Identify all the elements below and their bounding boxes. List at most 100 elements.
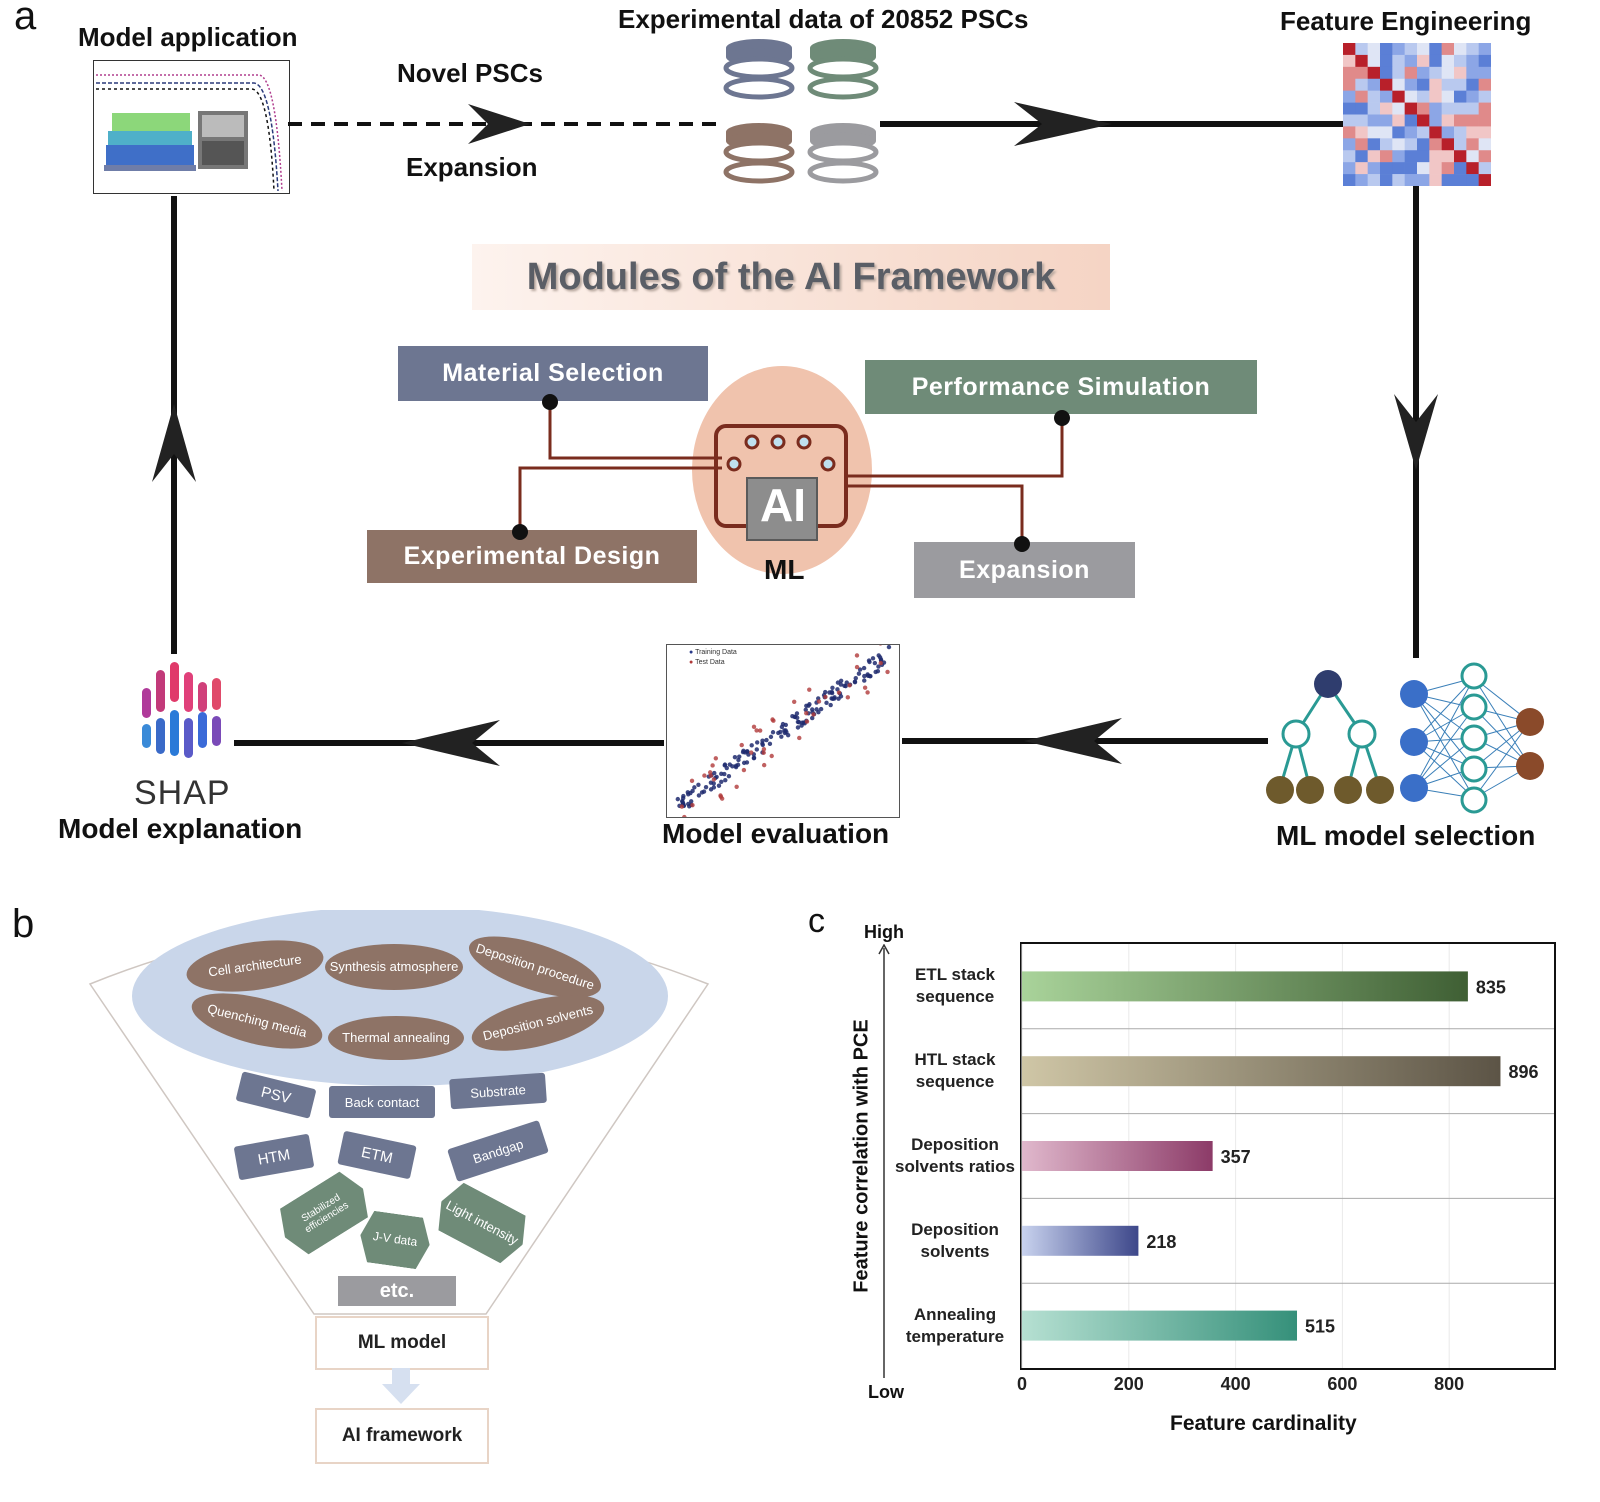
scatter-point-train	[829, 696, 834, 701]
heatmap-cell	[1355, 43, 1368, 56]
heatmap-cell	[1478, 162, 1491, 175]
heatmap-cell	[1343, 114, 1356, 127]
scatter-point-test	[807, 687, 812, 692]
x-tick-label: 600	[1327, 1374, 1358, 1394]
scatter-point-test	[718, 794, 724, 799]
scatter-point-train	[852, 679, 858, 685]
heatmap-cell	[1478, 126, 1491, 139]
scatter-point-train	[780, 721, 786, 727]
scatter-point-test	[689, 778, 695, 784]
heatmap-cell	[1454, 138, 1467, 151]
heatmap-cell	[1380, 114, 1393, 127]
heatmap-cell	[1429, 43, 1442, 56]
novel-pscs-label: Novel PSCs	[397, 58, 543, 88]
scatter-point-train	[794, 711, 800, 716]
scatter-point-test	[707, 770, 713, 775]
scatter-point-train	[867, 659, 872, 665]
scatter-point-train	[690, 788, 695, 794]
scatter-point-test	[749, 750, 754, 755]
bar	[1022, 1225, 1139, 1256]
scatter-point-train	[857, 667, 863, 672]
scatter-point-train	[807, 702, 812, 707]
scatter-point-train	[740, 749, 746, 755]
scatter-point-test	[791, 699, 797, 704]
shap-logo-bar	[142, 688, 151, 718]
scatter-point-train	[796, 719, 802, 725]
scatter-point-train	[795, 725, 801, 730]
database-icons	[723, 39, 879, 184]
heatmap-cell	[1429, 102, 1442, 115]
scatter-point-test	[845, 695, 851, 700]
shap-logo-bar	[198, 712, 207, 748]
scatter-point-train	[749, 743, 754, 748]
category-label: Annealing temperature	[905, 1304, 1005, 1346]
scatter-point-train	[744, 760, 750, 765]
heatmap-cell	[1441, 90, 1455, 103]
scatter-point-train	[856, 671, 862, 676]
x-tick-label: 400	[1220, 1374, 1251, 1394]
heatmap-cell	[1466, 54, 1479, 68]
scatter-point-train	[862, 673, 867, 679]
heatmap-cell	[1478, 78, 1491, 91]
scatter-point-train	[692, 785, 697, 790]
heatmap-cell	[1343, 90, 1356, 103]
scatter-point-train	[726, 773, 732, 779]
correlation-heatmap	[1343, 43, 1491, 186]
scatter-point-train	[800, 720, 805, 725]
heatmap-cell	[1355, 162, 1368, 175]
scatter-point-test	[757, 728, 763, 733]
bar	[1022, 1310, 1298, 1341]
heatmap-cell	[1343, 78, 1356, 91]
scatter-point-train	[722, 771, 727, 777]
scatter-point-train	[712, 770, 717, 776]
heatmap-cell	[1466, 174, 1479, 186]
heatmap-cell	[1441, 43, 1455, 56]
heatmap-cell	[1454, 43, 1467, 56]
heatmap-cell	[1454, 66, 1467, 80]
scatter-point-test	[804, 719, 810, 724]
scatter-point-test	[854, 653, 860, 658]
scatter-point-test	[878, 660, 883, 666]
heatmap-cell	[1404, 114, 1418, 127]
heatmap-cell	[1404, 78, 1418, 91]
y-axis-title: Feature correlation with PCE	[850, 1019, 873, 1293]
heatmap-cell	[1429, 66, 1442, 80]
scatter-point-test	[878, 641, 883, 646]
parity-scatter	[675, 641, 892, 822]
scatter-point-train	[685, 790, 691, 795]
heatmap-cell	[1417, 102, 1430, 115]
neural-network-icon	[1413, 677, 1531, 799]
feature-engineering-label: Feature Engineering	[1280, 6, 1532, 36]
scatter-point-test	[710, 763, 715, 768]
scatter-point-test	[847, 683, 852, 688]
bar-value-label: 835	[1476, 977, 1506, 997]
scatter-point-test	[734, 784, 739, 790]
scatter-point-train	[877, 655, 883, 660]
heatmap-cell	[1343, 54, 1356, 68]
heatmap-cell	[1380, 54, 1393, 68]
scatter-point-test	[862, 685, 868, 690]
heatmap-cell	[1441, 162, 1455, 175]
heatmap-cell	[1392, 150, 1405, 163]
heatmap-cell	[1441, 114, 1455, 127]
down-arrow-icon	[382, 1368, 420, 1404]
solid-flow-arrow-left-1	[234, 720, 664, 766]
shap-logo-bar	[170, 662, 179, 702]
heatmap-cell	[1466, 90, 1479, 103]
heatmap-cell	[1417, 90, 1430, 103]
database-icon-gray	[807, 123, 879, 184]
category-label: Deposition solvents	[911, 1219, 999, 1261]
scatter-point-train	[732, 754, 738, 760]
heatmap-cell	[1441, 54, 1455, 68]
heatmap-cell	[1355, 174, 1368, 186]
heatmap-cell	[1367, 102, 1381, 115]
panel-b-letter: b	[12, 902, 35, 946]
ai-chip-label: AI	[760, 479, 806, 531]
scatter-point-train	[730, 764, 735, 769]
shap-logo-bar	[170, 710, 179, 756]
heatmap-cell	[1355, 66, 1368, 80]
heatmap-cell	[1392, 162, 1405, 175]
modules-title-banner: Modules of the AI Framework	[472, 244, 1110, 310]
scatter-point-train	[875, 668, 881, 674]
